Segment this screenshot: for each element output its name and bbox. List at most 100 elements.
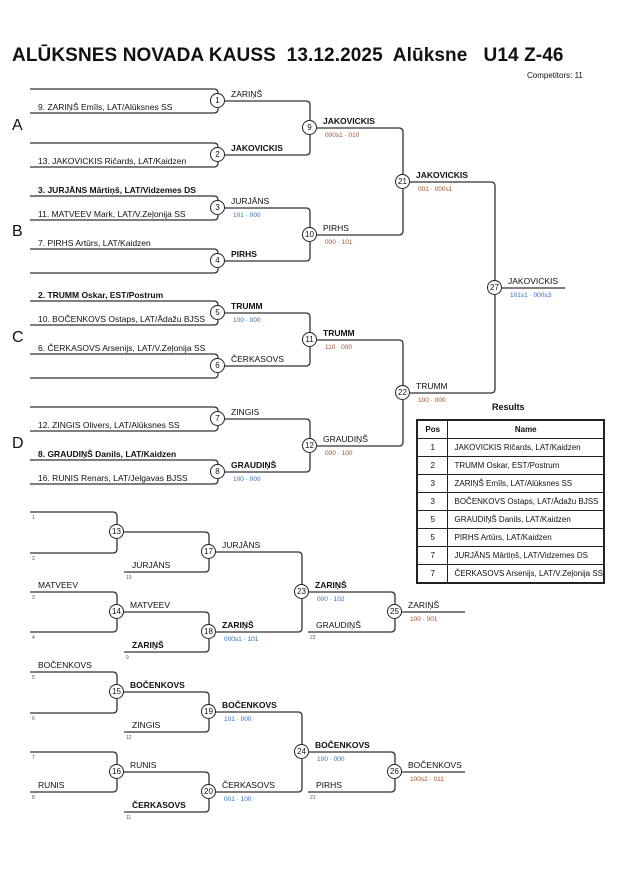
match-number-8: 8 <box>210 464 225 479</box>
match-number-22: 22 <box>395 385 410 400</box>
results-header-pos: Pos <box>416 419 449 439</box>
match-number-6: 6 <box>210 358 225 373</box>
repechage-line-18_bottom <box>124 639 210 653</box>
winner-name-match-22: TRUMM <box>416 381 448 391</box>
line-13-17 <box>124 531 210 545</box>
score-match-9: 000s1 · 010 <box>325 132 360 139</box>
entry-line-top-5 <box>30 300 219 306</box>
pool-label: D <box>12 435 24 452</box>
repechage-entry-14_top: MATVEEV <box>38 580 78 590</box>
repechage-source-16_bottom: 8 <box>32 795 35 801</box>
line-7-12 <box>225 418 311 439</box>
line-9-21 <box>317 127 404 175</box>
winner-name-match-5: TRUMM <box>231 301 263 311</box>
result-pos: 3 <box>416 492 449 511</box>
repechage-source-13_bottom: 2 <box>32 556 35 562</box>
repechage-source-25_bottom: 22 <box>310 635 316 641</box>
match-number-13: 13 <box>109 524 124 539</box>
match-number-21: 21 <box>395 174 410 189</box>
line-2-9 <box>225 135 311 156</box>
entry-line-top-2 <box>30 142 219 148</box>
score-match-22: 100 · 000 <box>418 397 446 404</box>
entry-bottom-8: 16. RUNIS Renars, LAT/Jelgavas BJSS <box>38 473 188 483</box>
winner-name-match-16: RUNIS <box>130 760 157 770</box>
score-match-5: 100 · 000 <box>233 317 261 324</box>
winner-name-match-15: BOČENKOVS <box>130 680 185 690</box>
result-name: JURJĀNS Mārtiņš, LAT/Vidzemes DS <box>447 546 605 565</box>
line-20-24 <box>216 759 303 793</box>
entry-line-bottom-4 <box>30 268 219 274</box>
winner-name-match-14: MATVEEV <box>130 600 170 610</box>
winner-name-match-21: JAKOVICKIS <box>416 170 468 180</box>
repechage-source-14_bottom: 4 <box>32 635 35 641</box>
line-19-24 <box>216 711 303 745</box>
entry-line-top-7 <box>30 406 219 412</box>
score-match-26: 100s2 · 011 <box>410 776 444 783</box>
match-number-5: 5 <box>210 305 225 320</box>
entry-bottom-1: 9. ZARIŅŠ Emīls, LAT/Alūksnes SS <box>38 102 173 112</box>
score-match-19: 101 · 000 <box>224 716 252 723</box>
score-match-18: 000s1 · 101 <box>224 636 259 643</box>
entry-line-bottom-1 <box>30 108 219 114</box>
repechage-source-18_bottom: 9 <box>126 655 129 661</box>
entry-line-bottom-2 <box>30 162 219 168</box>
match-number-12: 12 <box>302 438 317 453</box>
score-match-10: 000 · 101 <box>325 239 353 246</box>
entry-line-bottom-8 <box>30 479 219 485</box>
match-number-20: 20 <box>201 784 216 799</box>
match-number-1: 1 <box>210 93 225 108</box>
repechage-source-17_bottom: 10 <box>126 575 132 581</box>
repechage-entry-26_bottom: PIRHS <box>316 780 342 790</box>
entry-bottom-5: 10. BOČENKOVS Ostaps, LAT/Ādažu BJSS <box>38 314 206 324</box>
winner-name-match-27: JAKOVICKIS <box>508 276 559 286</box>
line-17-23 <box>216 551 303 585</box>
entry-line-top-8 <box>30 459 219 465</box>
result-pos: 5 <box>416 528 449 547</box>
result-name: ZARIŅŠ Emīls, LAT/Alūksnes SS <box>447 474 605 493</box>
entry-line-top-6 <box>30 353 219 359</box>
result-pos: 2 <box>416 456 449 475</box>
match-number-24: 24 <box>294 744 309 759</box>
results-title: Results <box>492 402 525 412</box>
match-number-10: 10 <box>302 227 317 242</box>
result-name: TRUMM Oskar, EST/Postrum <box>447 456 605 475</box>
repechage-line-20_bottom <box>124 799 210 813</box>
line-15-19 <box>124 691 210 705</box>
repechage-source-26_bottom: 21 <box>310 795 316 801</box>
result-name: GRAUDIŅŠ Danils, LAT/Kaidzen <box>447 510 605 529</box>
line-10-21 <box>317 189 404 236</box>
results-header-name: Name <box>447 419 605 439</box>
winner-name-match-6: ČERKASOVS <box>231 354 284 364</box>
match-number-15: 15 <box>109 684 124 699</box>
match-number-26: 26 <box>387 764 402 779</box>
entry-line-bottom-3 <box>30 215 219 221</box>
repechage-line-15_top <box>30 671 118 685</box>
repechage-line-17_bottom <box>124 559 210 573</box>
line-16-20 <box>124 771 210 785</box>
winner-name-match-10: PIRHS <box>323 223 349 233</box>
repechage-source-15_top: 5 <box>32 675 35 681</box>
entry-line-top-4 <box>30 248 219 254</box>
entry-bottom-3: 11. MATVEEV Mark, LAT/V.Zeļonija SS <box>38 209 186 219</box>
winner-name-match-12: GRAUDIŅŠ <box>323 434 368 444</box>
winner-name-match-17: JURJĀNS <box>222 540 261 550</box>
match-number-27: 27 <box>487 280 502 295</box>
line-3-10 <box>225 207 311 228</box>
repechage-entry-18_bottom: ZARIŅŠ <box>132 640 164 650</box>
score-match-8: 100 · 000 <box>233 476 261 483</box>
repechage-entry-15_top: BOČENKOVS <box>38 660 92 670</box>
page-title: ALŪKSNES NOVADA KAUSS 13.12.2025 Alūksne… <box>12 45 564 66</box>
repechage-entry-20_bottom: ČERKASOVS <box>132 800 186 810</box>
line-22-27 <box>410 295 496 394</box>
result-name: ČERKASOVS Arsenijs, LAT/V.Zeļonija SS <box>447 564 605 584</box>
line-18-23 <box>216 599 303 633</box>
score-match-20: 001 · 100 <box>224 796 252 803</box>
entry-top-5: 2. TRUMM Oskar, EST/Postrum <box>38 290 164 300</box>
repechage-line-13_top <box>30 511 118 525</box>
result-name: BOČENKOVS Ostaps, LAT/Ādažu BJSS <box>447 492 605 511</box>
score-match-11: 110 · 000 <box>325 344 352 351</box>
repechage-line-26_bottom <box>308 779 396 793</box>
